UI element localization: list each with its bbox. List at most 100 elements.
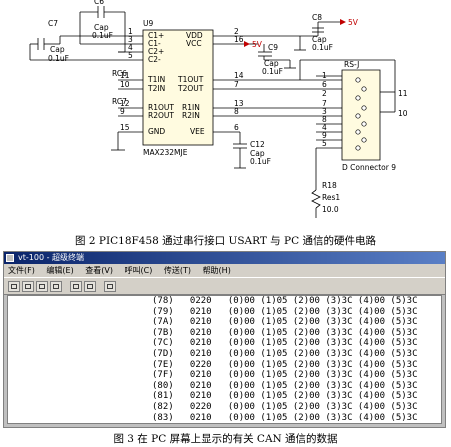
pin-num: 2 — [234, 27, 239, 36]
pin-name: R1OUT — [148, 103, 174, 112]
terminal-line: (80) 0210 (0)00 (1)05 (2)00 (3)3C (4)00 … — [152, 380, 418, 391]
resistor-value: 10.0 — [322, 205, 339, 214]
terminal-line: (82) 0220 (0)00 (1)05 (2)00 (3)3C (4)00 … — [152, 401, 418, 412]
terminal-line: (7C) 0210 (0)00 (1)05 (2)00 (3)3C (4)00 … — [152, 338, 418, 349]
pin-num: 13 — [234, 99, 244, 108]
menu-transfer[interactable]: 传送(T) — [163, 266, 192, 275]
connector-pin: 6 — [322, 80, 327, 89]
5v-arrow-icon — [340, 19, 346, 25]
terminal-line: (7B) 0210 (0)00 (1)05 (2)00 (3)3C (4)00 … — [152, 327, 418, 338]
connector-pin: 5 — [322, 139, 327, 148]
cap-value: 0.1uF — [250, 157, 271, 166]
pin-name: C2+ — [148, 47, 164, 56]
app-icon — [6, 254, 14, 262]
pin-name: VCC — [186, 39, 202, 48]
cap-type: Cap — [94, 23, 109, 32]
cap-value: 0.1uF — [48, 54, 69, 63]
cap-type: Cap — [250, 149, 265, 158]
window-titlebar: vt-100 - 超级终端 — [4, 252, 445, 264]
pin-num: 7 — [234, 80, 239, 89]
connector-ref: RS-J — [344, 60, 359, 69]
properties-icon[interactable] — [104, 280, 116, 292]
terminal-line: (7E) 0220 (0)00 (1)05 (2)00 (3)3C (4)00 … — [152, 359, 418, 370]
disconnect-icon[interactable] — [50, 280, 62, 292]
open-icon[interactable] — [22, 280, 34, 292]
connector-side-pin: 10 — [398, 109, 408, 118]
receive-icon[interactable] — [84, 280, 96, 292]
terminal-line: (79) 0210 (0)00 (1)05 (2)00 (3)3C (4)00 … — [152, 306, 418, 317]
terminal-line: (7A) 0210 (0)00 (1)05 (2)00 (3)3C (4)00 … — [152, 317, 418, 328]
pin-name: R2IN — [182, 111, 200, 120]
pin-num: 4 — [128, 43, 133, 52]
pin-name: VEE — [190, 127, 205, 136]
cap-value: 0.1uF — [92, 31, 113, 40]
pin-num: 12 — [120, 99, 130, 108]
pin-name: T2OUT — [177, 84, 204, 93]
pin-name: VDD — [186, 31, 203, 40]
pin-name: T1IN — [147, 75, 165, 84]
toolbar — [4, 277, 445, 295]
net-label-rc7: RC7 — [112, 97, 127, 106]
net-label-5v: 5V — [252, 40, 263, 49]
terminal-line: (7D) 0210 (0)00 (1)05 (2)00 (3)3C (4)00 … — [152, 348, 418, 359]
pin-num: 6 — [234, 123, 239, 132]
cap-ref: C6 — [94, 0, 104, 6]
menu-file[interactable]: 文件(F) — [8, 266, 35, 275]
cap-type: Cap — [50, 45, 65, 54]
terminal-line: (81) 0210 (0)00 (1)05 (2)00 (3)3C (4)00 … — [152, 391, 418, 402]
net-label-5v: 5V — [348, 18, 359, 27]
pin-num: 3 — [128, 35, 133, 44]
resistor-ref: R18 — [322, 181, 337, 190]
cap-ref: C7 — [48, 19, 58, 28]
pin-name: T2IN — [147, 84, 165, 93]
pin-name: GND — [148, 127, 165, 136]
menu-help[interactable]: 帮助(H) — [202, 266, 231, 275]
pin-num: 9 — [120, 107, 125, 116]
pin-num: 14 — [234, 71, 244, 80]
terminal-line: (78) 0220 (0)00 (1)05 (2)00 (3)3C (4)00 … — [152, 296, 418, 306]
pin-name: C2- — [148, 55, 161, 64]
menu-edit[interactable]: 编辑(E) — [46, 266, 74, 275]
terminal-line: (83) 0210 (0)00 (1)05 (2)00 (3)3C (4)00 … — [152, 412, 418, 423]
chip-ref: U9 — [143, 19, 153, 28]
pin-num: 5 — [128, 51, 133, 60]
menu-view[interactable]: 查看(V) — [85, 266, 113, 275]
new-connection-icon[interactable] — [8, 280, 20, 292]
connector-pin: 9 — [322, 131, 327, 140]
terminal-output[interactable]: (78) 0220 (0)00 (1)05 (2)00 (3)3C (4)00 … — [7, 295, 442, 424]
cap-ref: C12 — [250, 140, 265, 149]
figure-3-caption: 图 3 在 PC 屏幕上显示的有关 CAN 通信的数据 — [113, 433, 338, 445]
pin-num: 8 — [234, 107, 239, 116]
5v-arrow-icon — [244, 41, 250, 47]
connector-pin: 8 — [322, 115, 327, 124]
cap-type: Cap — [312, 35, 327, 44]
pin-num: 10 — [120, 80, 130, 89]
pin-name: R1IN — [182, 103, 200, 112]
max232-schematic: U9 MAX232MJE C1+ C1- C2+ C2- T1IN T2IN R… — [29, 0, 408, 218]
cap-value: 0.1uF — [262, 67, 283, 76]
pin-num: 1 — [128, 27, 133, 36]
connector-label: D Connector 9 — [342, 163, 396, 172]
cap-value: 0.1uF — [312, 43, 333, 52]
resistor-type: Res1 — [322, 193, 340, 202]
net-label-rc6: RC6 — [112, 69, 127, 78]
send-icon[interactable] — [70, 280, 82, 292]
pin-num: 15 — [120, 123, 130, 132]
figure-2-caption: 图 2 PIC18F458 通过串行接口 USART 与 PC 通信的硬件电路 — [75, 235, 376, 247]
pin-num: 11 — [120, 71, 130, 80]
pin-name: C1- — [148, 39, 161, 48]
pin-name: C1+ — [148, 31, 164, 40]
cap-ref: C9 — [268, 43, 278, 52]
connector-pin: 4 — [322, 123, 327, 132]
connector-pin: 3 — [322, 107, 327, 116]
chip-part: MAX232MJE — [143, 148, 188, 157]
connector-side-pin: 11 — [398, 89, 408, 98]
menu-call[interactable]: 呼叫(C) — [124, 266, 153, 275]
connector-pin: 7 — [322, 99, 327, 108]
pin-name: T1OUT — [177, 75, 204, 84]
terminal-line: (7F) 0210 (0)00 (1)05 (2)00 (3)3C (4)00 … — [152, 370, 418, 381]
connector-pin: 1 — [322, 71, 327, 80]
menu-bar: 文件(F) 编辑(E) 查看(V) 呼叫(C) 传送(T) 帮助(H) — [4, 264, 445, 277]
call-icon[interactable] — [36, 280, 48, 292]
max232-chip-body — [142, 29, 214, 146]
